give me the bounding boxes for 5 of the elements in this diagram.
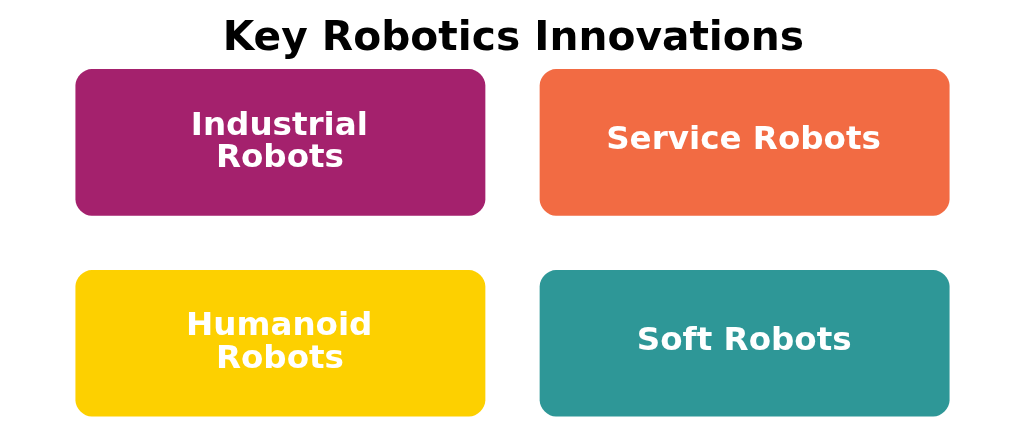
diagram-title: Key Robotics Innovations <box>222 12 804 61</box>
node-box: Industrial Robots <box>74 69 485 216</box>
node-box: Humanoid Robots <box>74 269 485 417</box>
node-box: Service Robots <box>539 69 950 216</box>
node-box: Soft Robots <box>539 269 950 417</box>
